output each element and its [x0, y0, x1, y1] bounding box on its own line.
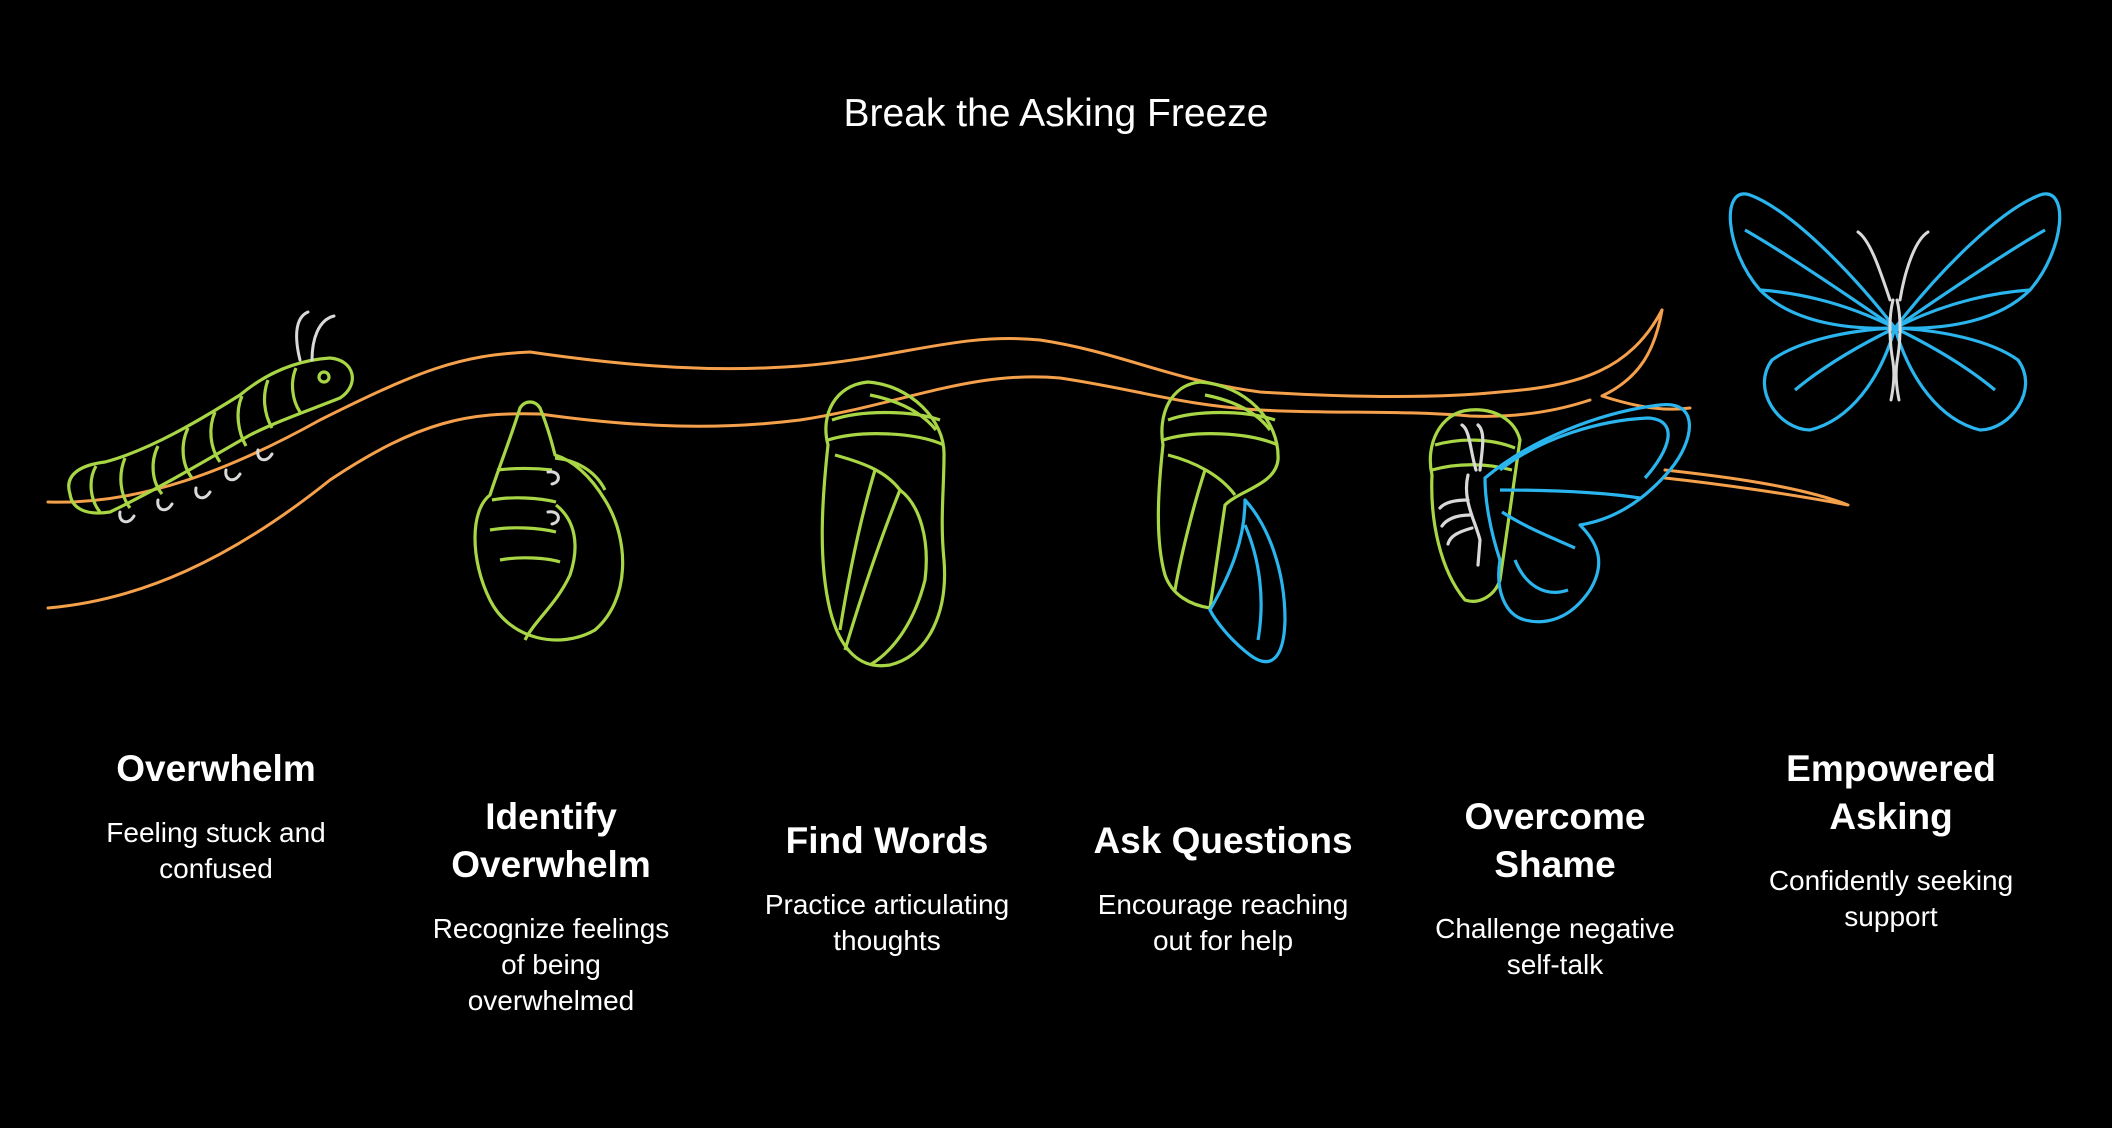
stage-title: Empowered Asking	[1786, 748, 1996, 837]
stage-title: Overwhelm	[116, 748, 316, 789]
stage-description: Recognize feelings of being overwhelmed	[432, 913, 670, 1016]
stage-title: Identify Overwhelm	[451, 796, 651, 885]
chrysalis-wing-showing-icon	[1156, 380, 1287, 664]
stage-overwhelm: Overwhelm Feeling stuck and confused	[66, 745, 366, 887]
stage-title: Overcome Shame	[1464, 796, 1646, 885]
j-hanging-caterpillar-icon	[473, 400, 625, 642]
stage-description: Encourage reaching out for help	[1097, 889, 1349, 956]
stage-ask-questions: Ask Questions Encourage reaching out for…	[1073, 817, 1373, 959]
stage-description: Feeling stuck and confused	[106, 817, 326, 884]
emerging-butterfly-icon	[1428, 403, 1691, 624]
stage-description: Challenge negative self-talk	[1435, 913, 1675, 980]
chrysalis-icon	[820, 380, 947, 668]
stage-empowered-asking: Empowered Asking Confidently seeking sup…	[1741, 745, 2041, 935]
stage-find-words: Find Words Practice articulating thought…	[737, 817, 1037, 959]
stage-title: Find Words	[785, 820, 989, 861]
stage-overcome-shame: Overcome Shame Challenge negative self-t…	[1405, 793, 1705, 983]
diagram-title: Break the Asking Freeze	[843, 92, 1269, 135]
stage-identify-overwhelm: Identify Overwhelm Recognize feelings of…	[401, 793, 701, 1019]
branch-icon	[46, 308, 1850, 610]
caterpillar-icon	[67, 356, 354, 515]
stage-description: Practice articulating thoughts	[764, 889, 1010, 956]
stage-title: Ask Questions	[1093, 820, 1353, 861]
stage-description: Confidently seeking support	[1768, 865, 2014, 932]
butterfly-icon	[1728, 192, 2062, 432]
